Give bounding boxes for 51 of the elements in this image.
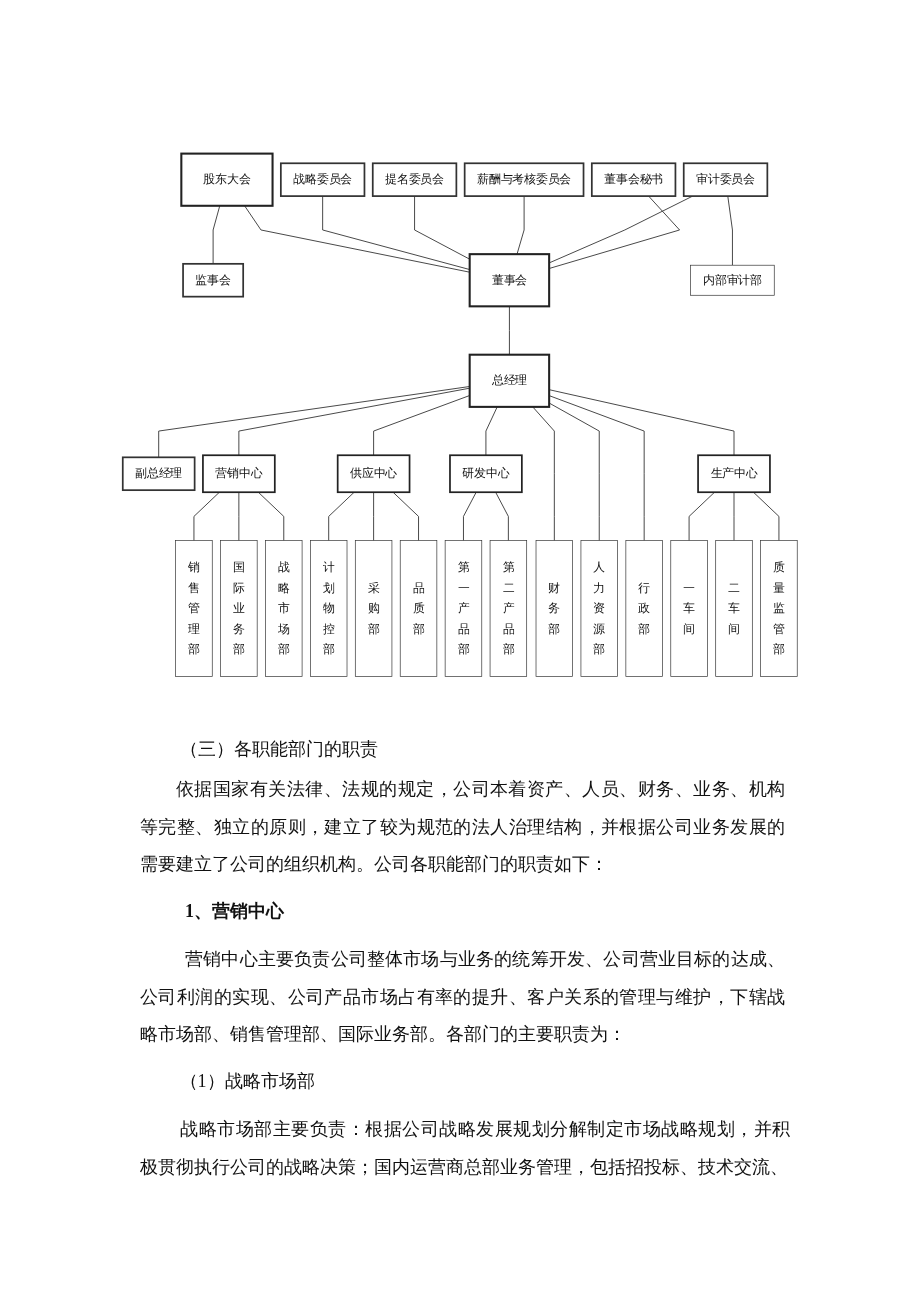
node-box: 研发中心 [449,454,523,494]
node-box: 股东大会 [180,152,274,207]
node-box: 提名委员会 [371,162,458,197]
node-box: 董事会秘书 [590,162,677,197]
connector [463,491,477,542]
node-box: 采购部 [354,540,393,677]
node-box: 内部审计部 [690,264,775,296]
node-box: 第一产品部 [444,540,483,677]
connector [733,491,735,542]
node-box: 国际业务部 [220,540,258,677]
connector [212,205,221,265]
paragraph: 战略市场部主要负责：根据公司战略发展规划分解制定市场战略规划，并积极贯彻执行公司的战略决策；国内运营商总部业务管理，包括招投标、技术交流、 [140,1118,790,1179]
connector [532,406,555,542]
node-box: 生产中心 [697,454,771,494]
node-box: 副总经理 [121,456,196,491]
connector [516,195,525,255]
subsection-heading: 1、营销中心 [184,900,285,923]
connector [495,491,509,542]
node-box: 总经理 [468,353,551,408]
section-heading: （三）各职能部门的职责 [178,738,379,761]
connector [373,491,375,542]
connector [727,195,733,266]
connector [688,491,715,542]
node-box: 行政部 [625,540,663,677]
node-box: 营销中心 [202,454,276,494]
node-box: 一车间 [670,540,708,677]
node-box: 战略市场部 [265,540,303,677]
node-box: 质量监管部 [760,540,798,677]
node-box: 战略委员会 [279,162,366,197]
paragraph: 营销中心主要负责公司整体市场与业务的统筹开发、公司营业目标的达成、公司利润的实现、公司产品市场占有率的提升、客户关系的管理与维护，下辖战略市场部、销售管理部、国际业务部。各部门的主要职责为： [140,948,785,1046]
connector [238,491,240,542]
node-box: 财务部 [535,540,573,677]
node-box: 供应中心 [336,454,411,494]
connector [328,491,355,542]
node-box: 二车间 [715,540,753,677]
node-box: 计划物控部 [310,540,348,677]
connector [753,491,780,542]
connector [193,491,220,542]
node-box: 人力资源部 [580,540,618,677]
connector [485,406,498,456]
paragraph: 依据国家有关法律、法规的规定，公司本着资产、人员、财务、业务、机构等完整、独立的原则，建立了较为规范的法人治理结构，并根据公司业务发展的需要建立了公司的组织机构。公司各职能部门的职责如下： [140,778,785,876]
subsection-heading: （1）战略市场部 [178,1070,316,1093]
connector [392,491,419,542]
node-box: 销售管理部 [175,540,213,677]
node-box: 第二产品部 [489,540,528,677]
connector [257,491,285,542]
node-box: 品质部 [399,540,438,677]
node-box: 监事会 [182,262,245,298]
node-box: 董事会 [468,253,551,308]
node-box: 薪酬与考核委员会 [463,162,585,197]
node-box: 审计委员会 [682,162,769,197]
